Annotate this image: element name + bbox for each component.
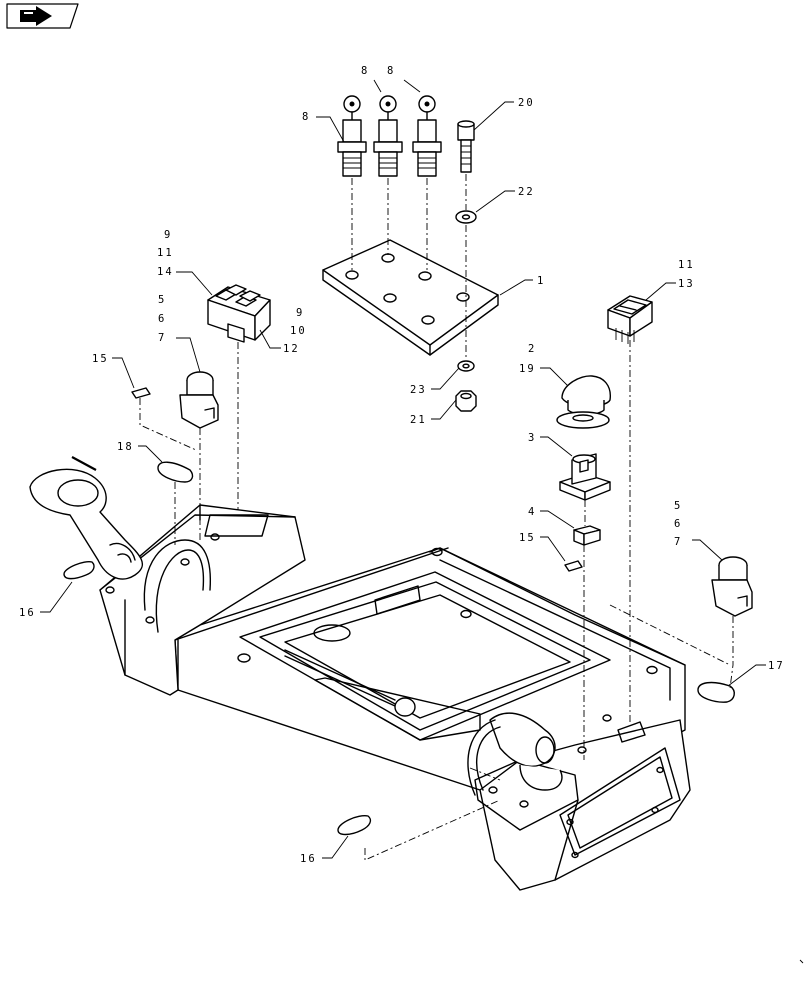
button-holder: [559, 453, 611, 501]
push-button-right: [711, 556, 753, 617]
cap-tag-right: [564, 560, 583, 572]
callout-8c: 8: [387, 65, 395, 77]
callout-7a: 7: [158, 332, 166, 344]
cap-tag-left: [131, 387, 151, 399]
key-switch-2: [373, 95, 403, 177]
callout-1: 1: [537, 275, 545, 287]
washer-bottom: [457, 360, 475, 372]
key-switch-3: [412, 95, 442, 177]
callout-15b: 15: [519, 532, 536, 544]
assembly-centerlines: [139, 174, 734, 861]
callout-12: 12: [283, 343, 300, 355]
callout-15a: 15: [92, 353, 109, 365]
callout-20: 20: [518, 97, 535, 109]
rocker-switch: [607, 295, 653, 344]
mushroom-button: [556, 375, 611, 429]
callout-9a: 9: [164, 229, 172, 241]
callout-6a: 6: [158, 313, 166, 325]
callout-11a: 11: [157, 247, 174, 259]
cap-16-bottom: [337, 815, 372, 836]
push-button-left: [179, 371, 219, 429]
callout-4: 4: [528, 506, 536, 518]
corner-mark: [799, 959, 804, 964]
console-base: [29, 456, 691, 891]
callout-3: 3: [528, 432, 536, 444]
callout-17: 17: [768, 660, 785, 672]
triangle-tag-17: [697, 681, 735, 703]
small-block: [573, 525, 601, 546]
triangle-tag-18: [157, 461, 194, 483]
callout-21: 21: [410, 414, 427, 426]
washer-top: [455, 210, 477, 224]
callout-13: 13: [678, 278, 695, 290]
callout-5a: 5: [158, 294, 166, 306]
callout-19: 19: [519, 363, 536, 375]
joystick-handle: [29, 456, 212, 633]
arrow-badge-icon: [20, 6, 52, 26]
callout-16a: 16: [19, 607, 36, 619]
callout-18: 18: [117, 441, 134, 453]
callout-6b: 6: [674, 518, 682, 530]
callout-10: 10: [290, 325, 307, 337]
callout-11b: 11: [678, 259, 695, 271]
right-joystick: [467, 712, 563, 796]
key-switch-1: [337, 95, 367, 177]
hex-nut: [455, 390, 477, 412]
callout-2: 2: [528, 343, 536, 355]
callout-16b: 16: [300, 853, 317, 865]
callout-7b: 7: [674, 536, 682, 548]
back-navigation-button[interactable]: [6, 3, 79, 29]
callout-9b: 9: [296, 307, 304, 319]
connector-block: [207, 284, 271, 343]
callout-5b: 5: [674, 500, 682, 512]
callout-23: 23: [410, 384, 427, 396]
callout-8b: 8: [361, 65, 369, 77]
callout-14: 14: [157, 266, 174, 278]
mounting-plate: [322, 239, 499, 356]
bolt: [457, 120, 475, 173]
callout-leaders: [40, 79, 766, 859]
cap-16-left: [63, 560, 95, 580]
callout-labels: 8 8 8 20 22 1 23 21 9 11 14 9 10 12 5 6 …: [19, 65, 785, 865]
callout-22: 22: [518, 186, 535, 198]
callout-8a: 8: [302, 111, 310, 123]
